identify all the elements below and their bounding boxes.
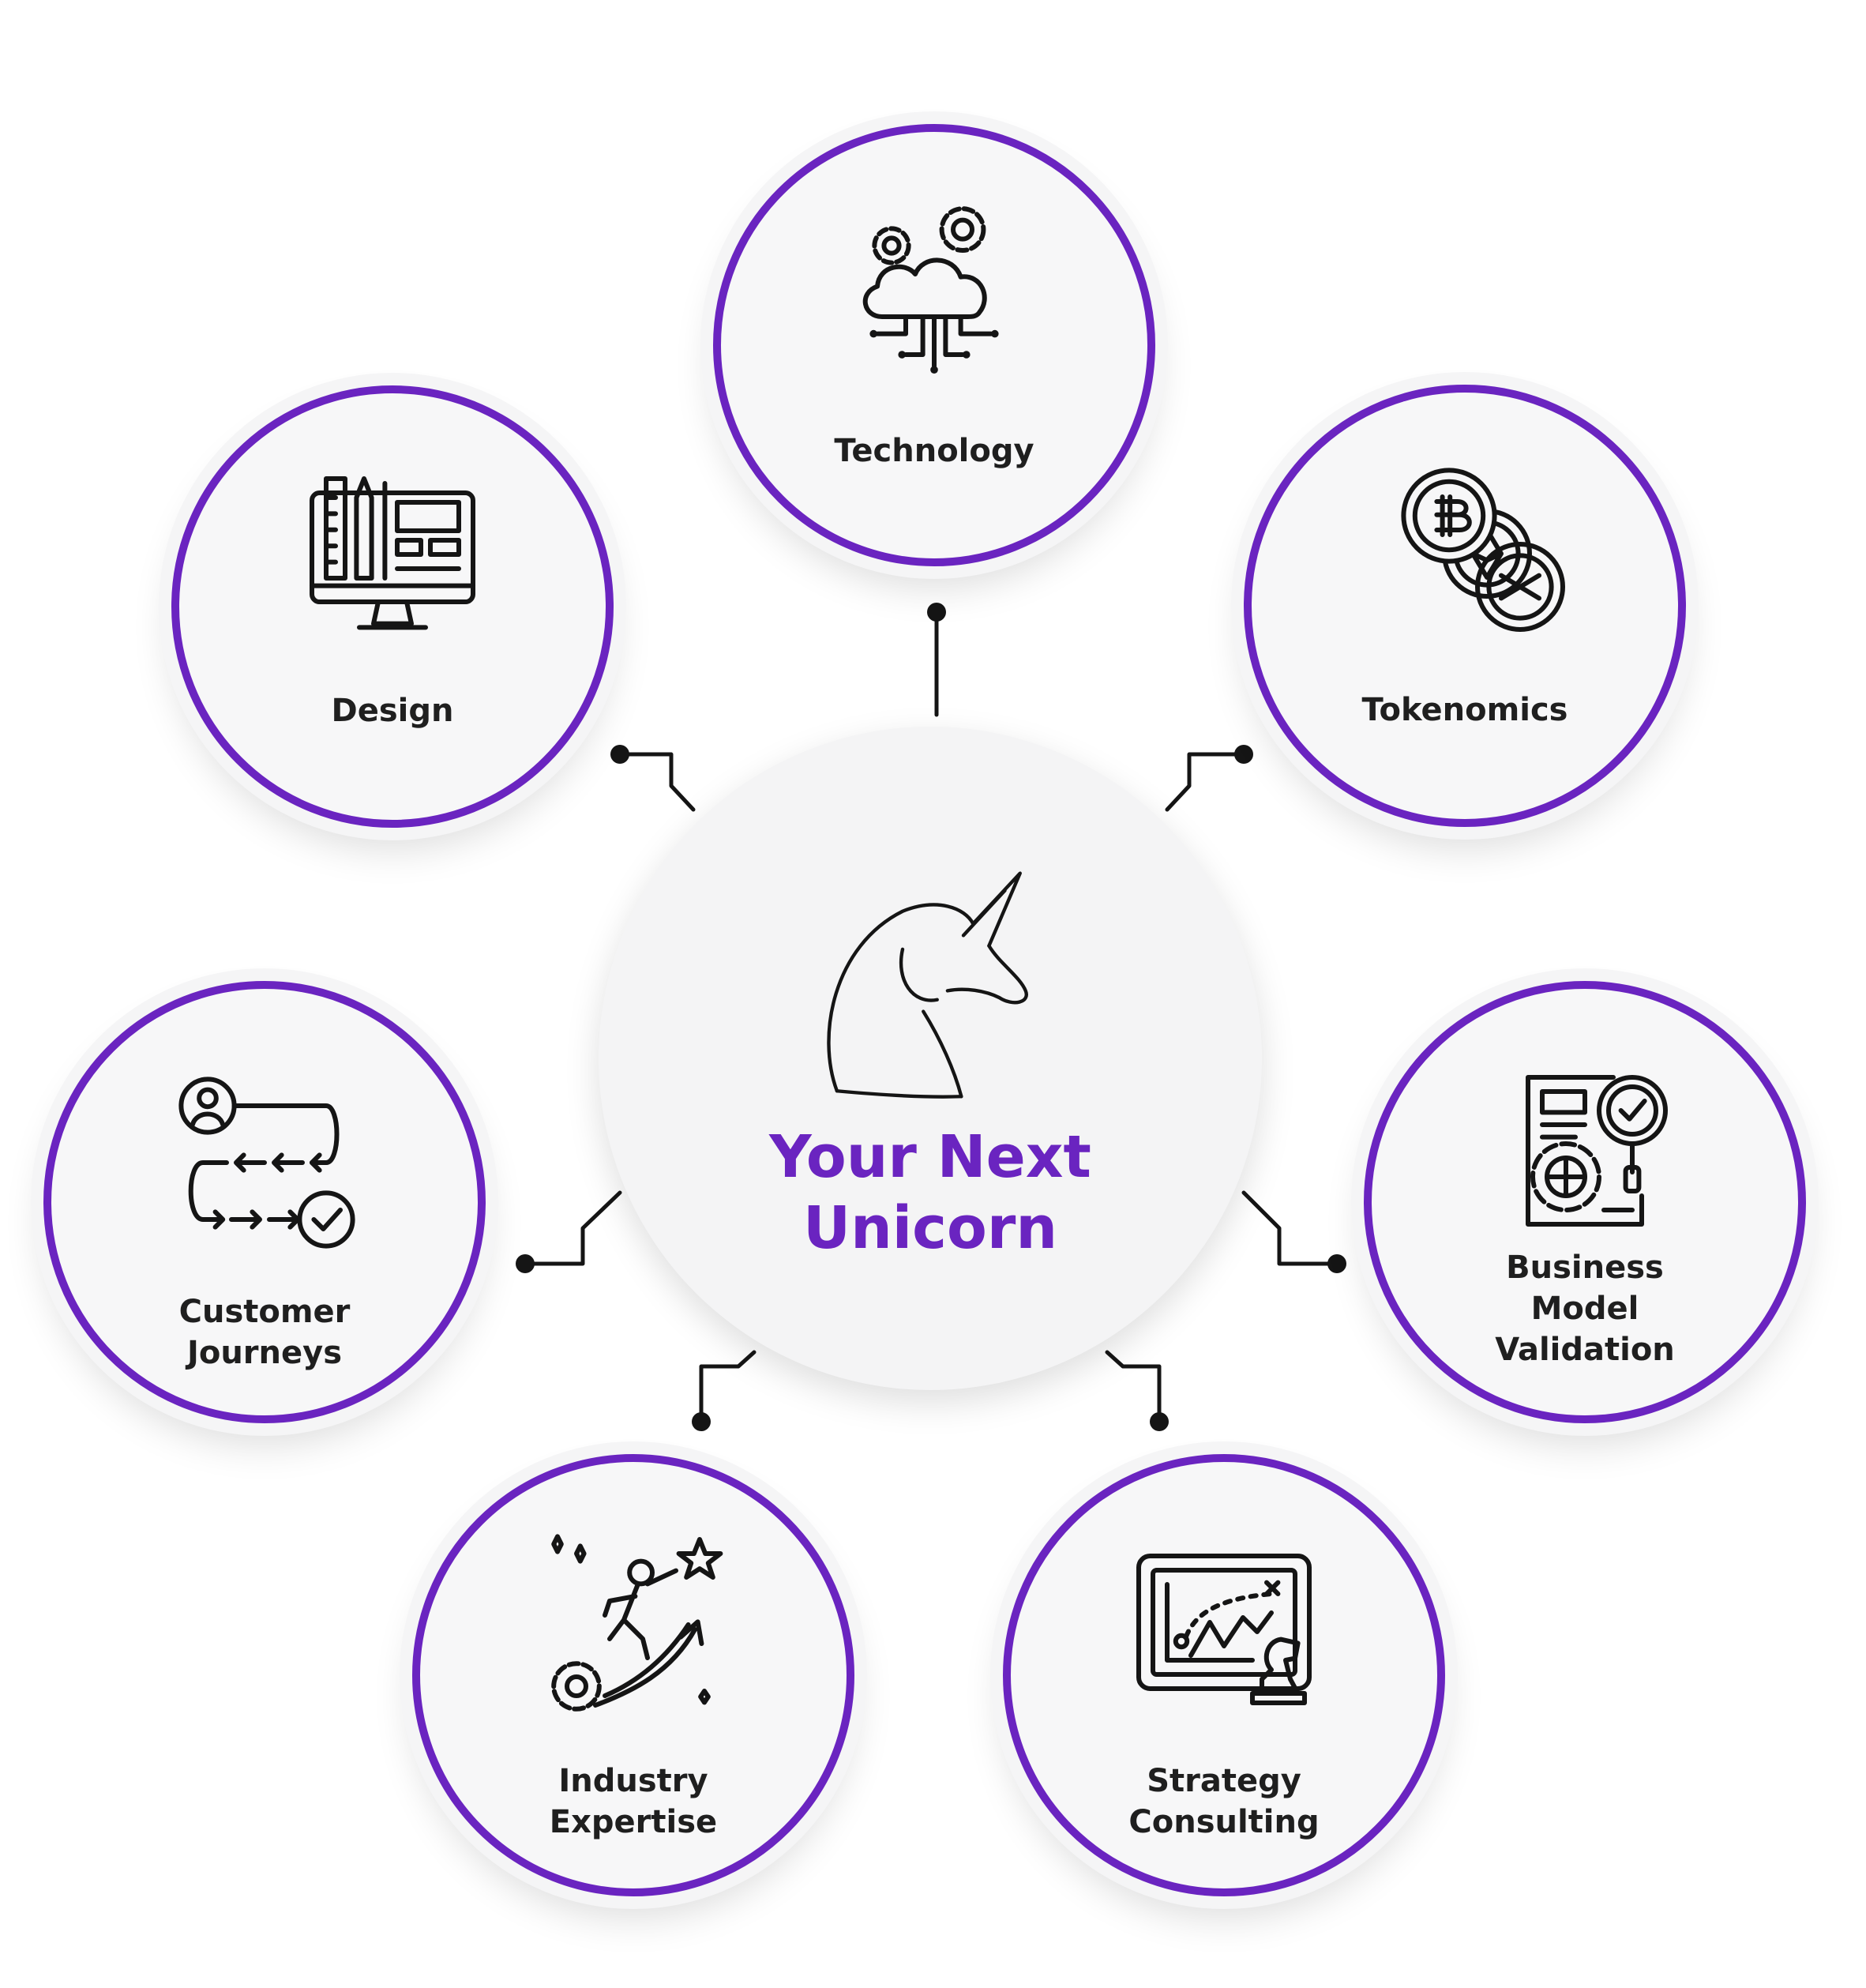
connector-customer-journeys [516,1190,622,1273]
label-line: Consulting [1128,1804,1320,1840]
node-technology: Technology [713,124,1155,566]
label-line: Business [1506,1250,1664,1286]
label-line: Journeys [186,1335,343,1371]
node-industry-expertise: Industry Expertise [412,1454,854,1896]
node-label-design: Design [179,690,606,731]
node-label-customer-journeys: Customer Journeys [51,1291,478,1374]
climber-star-icon [551,1534,723,1712]
center-title-line-2: Unicorn [802,1194,1057,1262]
connector-tokenomics [1165,745,1253,812]
label-line: Technology [834,433,1034,469]
label-line: Tokenomics [1361,692,1568,728]
journey-flow-icon [178,1077,355,1249]
node-strategy-consulting: Strategy Consulting [1003,1454,1445,1896]
connector-strategy-consulting [1105,1350,1169,1431]
label-line: Validation [1495,1332,1675,1368]
connector-design [610,745,696,812]
label-line: Model [1530,1291,1639,1327]
design-monitor-icon [310,476,475,630]
node-customer-journeys: Customer Journeys [43,981,486,1423]
node-business-model-validation: Business Model Validation [1364,981,1806,1423]
center-title-line-1: Your Next [769,1123,1091,1191]
cloud-gears-icon [862,206,999,374]
label-line: Customer [178,1294,351,1330]
connector-industry-expertise [692,1350,757,1431]
unicorn-icon [827,871,1028,1099]
label-line: Strategy [1147,1763,1301,1799]
label-line: Expertise [549,1804,718,1840]
node-label-industry-expertise: Industry Expertise [420,1761,847,1843]
node-label-technology: Technology [721,430,1147,472]
node-design: Design [171,385,614,828]
label-line: Design [331,693,454,729]
node-tokenomics: Tokenomics [1244,385,1686,827]
center-title: Your Next Unicorn [599,1122,1262,1264]
center-hub: Your Next Unicorn [599,727,1262,1390]
node-label-business-model-validation: Business Model Validation [1372,1247,1798,1370]
connector-business-model-validation [1241,1190,1346,1273]
node-label-tokenomics: Tokenomics [1252,690,1678,731]
crypto-coins-icon [1400,468,1565,632]
label-line: Industry [558,1763,708,1799]
node-label-strategy-consulting: Strategy Consulting [1011,1761,1437,1843]
connector-technology [927,603,946,717]
strategy-board-icon [1136,1554,1312,1705]
document-check-gear-icon [1526,1075,1668,1227]
